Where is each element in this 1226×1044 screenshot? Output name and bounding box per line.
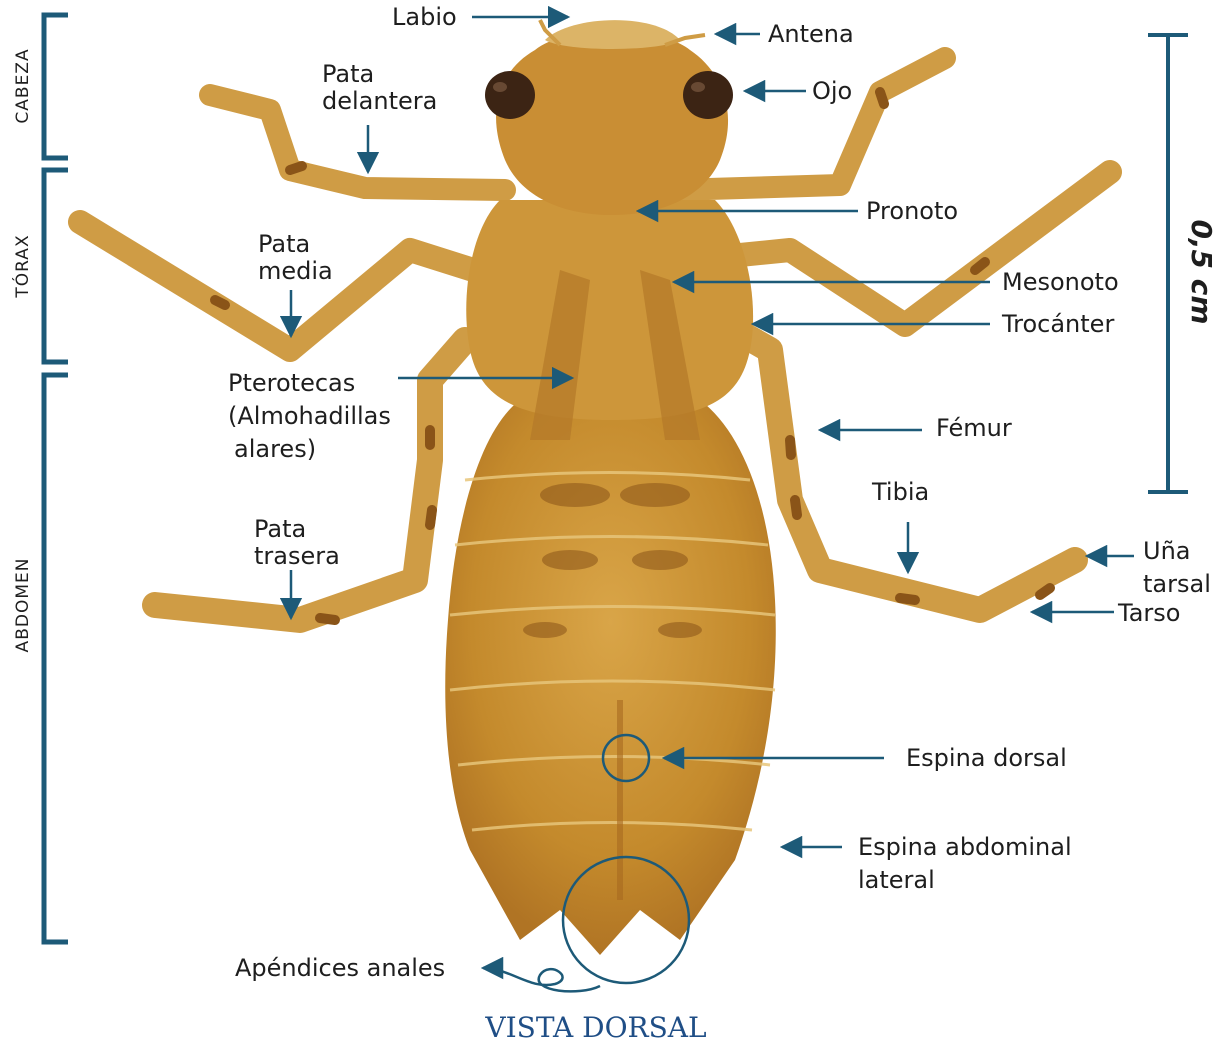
scale-bar: 0,5 cm (1148, 35, 1218, 492)
label-tarso: Tarso (1117, 599, 1180, 627)
section-label-abdomen: ABDOMEN (13, 558, 33, 653)
label-espina-dorsal: Espina dorsal (906, 744, 1067, 772)
label-ojo: Ojo (812, 77, 852, 105)
label-mesonoto: Mesonoto (1002, 268, 1119, 296)
label-femur: Fémur (936, 414, 1012, 442)
label-espina-abdominal-1: Espina abdominal (858, 833, 1072, 861)
label-pata-media-2: media (258, 257, 333, 285)
label-apendices-anales: Apéndices anales (235, 954, 445, 982)
thorax-body (466, 200, 753, 420)
label-pata-trasera-1: Pata (254, 515, 306, 543)
label-una-tarsal-1: Uña (1143, 537, 1190, 565)
label-espina-abdominal-2: lateral (858, 866, 935, 894)
label-trocanter: Trocánter (1001, 310, 1114, 338)
label-pterotecas-3: alares) (234, 435, 316, 463)
diagram-title: VISTA DORSAL (484, 1011, 706, 1044)
eye-right (683, 71, 733, 119)
scale-label: 0,5 cm (1185, 219, 1218, 324)
label-pata-delantera-1: Pata (322, 60, 374, 88)
label-pata-media-1: Pata (258, 230, 310, 258)
label-pata-delantera-2: delantera (322, 87, 437, 115)
abdomen-body (445, 400, 776, 955)
section-brackets: CABEZA TÓRAX ABDOMEN (11, 15, 68, 942)
insect-specimen (80, 20, 1110, 955)
label-antena: Antena (768, 20, 854, 48)
head-body (496, 31, 728, 215)
section-label-head: CABEZA (13, 48, 33, 123)
hind-leg-right (735, 330, 1075, 610)
label-pronoto: Pronoto (866, 197, 958, 225)
label-pata-trasera-2: trasera (254, 542, 340, 570)
label-pterotecas-2: (Almohadillas (228, 402, 391, 430)
eye-left (485, 71, 535, 119)
label-tibia: Tibia (871, 478, 929, 506)
label-pterotecas-1: Pterotecas (228, 369, 355, 397)
label-una-tarsal-2: tarsal (1143, 570, 1211, 598)
section-label-thorax: TÓRAX (11, 234, 33, 298)
labium-shape (545, 20, 680, 49)
label-labio: Labio (392, 3, 457, 31)
